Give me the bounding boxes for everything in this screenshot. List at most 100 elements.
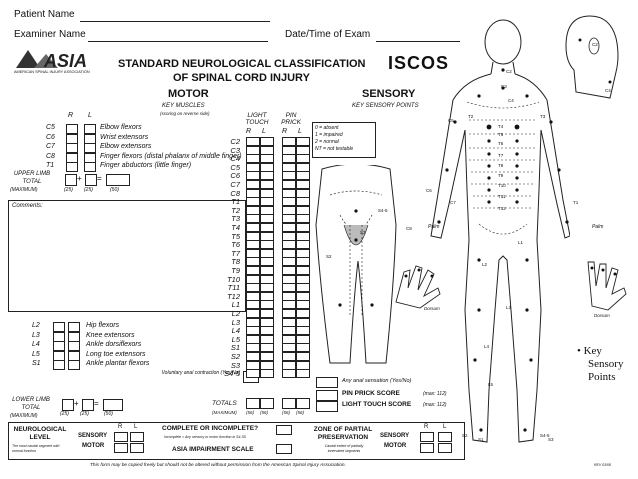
sensory-score-cell[interactable] (246, 300, 260, 310)
sensory-score-cell[interactable] (246, 291, 260, 301)
sensory-score-cell[interactable] (296, 205, 310, 215)
sensory-score-cell[interactable] (260, 317, 274, 327)
sensory-score-cell[interactable] (296, 223, 310, 232)
lower-muscle-l-box[interactable] (68, 322, 80, 332)
sensory-score-cell[interactable] (296, 291, 310, 301)
sensory-score-cell[interactable] (260, 334, 274, 344)
sensory-score-cell[interactable] (282, 334, 296, 344)
sensory-score-cell[interactable] (296, 197, 310, 207)
sensory-score-cell[interactable] (282, 360, 296, 370)
sensory-score-cell[interactable] (282, 283, 296, 293)
complete-box[interactable] (276, 425, 292, 435)
sensory-score-cell[interactable] (260, 300, 274, 310)
sensory-score-cell[interactable] (246, 248, 260, 258)
sensory-score-cell[interactable] (296, 334, 310, 344)
lower-muscle-l-box[interactable] (68, 350, 80, 361)
sensory-score-cell[interactable] (296, 171, 310, 181)
sensory-score-cell[interactable] (260, 188, 274, 198)
totals-box[interactable] (282, 398, 296, 409)
upper-muscle-r-box[interactable] (66, 152, 78, 163)
sensory-score-cell[interactable] (296, 352, 310, 361)
sensory-score-cell[interactable] (296, 317, 310, 327)
sensory-score-cell[interactable] (296, 231, 310, 241)
sensory-score-cell[interactable] (282, 343, 296, 353)
sensory-score-cell[interactable] (296, 240, 310, 250)
sensory-score-cell[interactable] (296, 180, 310, 189)
upper-muscle-r-box[interactable] (66, 162, 78, 172)
sensory-score-cell[interactable] (246, 197, 260, 207)
upper-muscle-l-box[interactable] (84, 124, 96, 134)
sensory-score-cell[interactable] (282, 188, 296, 198)
sensory-score-cell[interactable] (282, 326, 296, 336)
comments-box[interactable] (8, 200, 246, 312)
sensory-score-cell[interactable] (282, 274, 296, 284)
sensory-score-cell[interactable] (260, 360, 274, 370)
sensory-score-cell[interactable] (296, 360, 310, 370)
examiner-name-field[interactable] (88, 41, 268, 42)
sensory-score-cell[interactable] (282, 137, 296, 146)
sensory-score-cell[interactable] (246, 352, 260, 361)
sensory-score-cell[interactable] (260, 197, 274, 207)
upper-total-sum[interactable] (106, 174, 130, 186)
neuro-motor-l[interactable] (130, 443, 144, 453)
sensory-score-cell[interactable] (246, 283, 260, 293)
upper-muscle-r-box[interactable] (66, 133, 78, 144)
sensory-score-cell[interactable] (260, 309, 274, 318)
sensory-score-cell[interactable] (282, 205, 296, 215)
lower-total-r[interactable] (62, 399, 74, 411)
sensory-score-cell[interactable] (246, 231, 260, 241)
sensory-score-cell[interactable] (282, 223, 296, 232)
patient-name-field[interactable] (80, 21, 270, 22)
sensory-score-cell[interactable] (246, 343, 260, 353)
sensory-score-cell[interactable] (282, 145, 296, 155)
sensory-score-cell[interactable] (296, 137, 310, 146)
sensory-score-cell[interactable] (282, 257, 296, 267)
sensory-score-cell[interactable] (246, 162, 260, 172)
sensory-score-cell[interactable] (296, 145, 310, 155)
neuro-sensory-r[interactable] (114, 432, 128, 442)
sensory-score-cell[interactable] (246, 180, 260, 189)
sensory-score-cell[interactable] (260, 326, 274, 336)
sensory-score-cell[interactable] (246, 309, 260, 318)
sensory-score-cell[interactable] (282, 154, 296, 164)
sensory-score-cell[interactable] (260, 274, 274, 284)
neuro-sensory-l[interactable] (130, 432, 144, 442)
sensory-score-cell[interactable] (282, 248, 296, 258)
any-anal-box[interactable] (316, 377, 338, 388)
sensory-score-cell[interactable] (282, 214, 296, 224)
sensory-score-cell[interactable] (246, 188, 260, 198)
lower-muscle-l-box[interactable] (68, 331, 80, 342)
zone-motor-r[interactable] (420, 443, 434, 453)
sensory-score-cell[interactable] (282, 369, 296, 379)
sensory-score-cell[interactable] (296, 343, 310, 353)
lower-muscle-r-box[interactable] (53, 341, 65, 351)
sensory-score-cell[interactable] (260, 171, 274, 181)
sensory-score-cell[interactable] (246, 317, 260, 327)
sensory-score-cell[interactable] (260, 205, 274, 215)
asia-scale-box[interactable] (276, 444, 292, 454)
sensory-score-cell[interactable] (260, 240, 274, 250)
lower-muscle-l-box[interactable] (68, 341, 80, 351)
sensory-score-cell[interactable] (282, 240, 296, 250)
sensory-score-cell[interactable] (282, 171, 296, 181)
pin-prick-score-box[interactable] (316, 390, 338, 401)
sensory-score-cell[interactable] (282, 197, 296, 207)
sensory-score-cell[interactable] (260, 248, 274, 258)
sensory-score-cell[interactable] (260, 257, 274, 267)
lower-muscle-r-box[interactable] (53, 350, 65, 361)
sensory-score-cell[interactable] (296, 309, 310, 318)
upper-muscle-l-box[interactable] (84, 162, 96, 172)
date-time-field[interactable] (376, 41, 460, 42)
lower-total-sum[interactable] (103, 399, 123, 411)
upper-total-r[interactable] (65, 174, 77, 186)
sensory-score-cell[interactable] (246, 154, 260, 164)
sensory-score-cell[interactable] (296, 154, 310, 164)
sensory-score-cell[interactable] (246, 334, 260, 344)
sensory-score-cell[interactable] (282, 266, 296, 275)
light-touch-score-box[interactable] (316, 401, 338, 412)
sensory-score-cell[interactable] (246, 240, 260, 250)
sensory-score-cell[interactable] (296, 266, 310, 275)
sensory-score-cell[interactable] (296, 283, 310, 293)
sensory-score-cell[interactable] (246, 369, 260, 379)
lower-muscle-r-box[interactable] (53, 322, 65, 332)
